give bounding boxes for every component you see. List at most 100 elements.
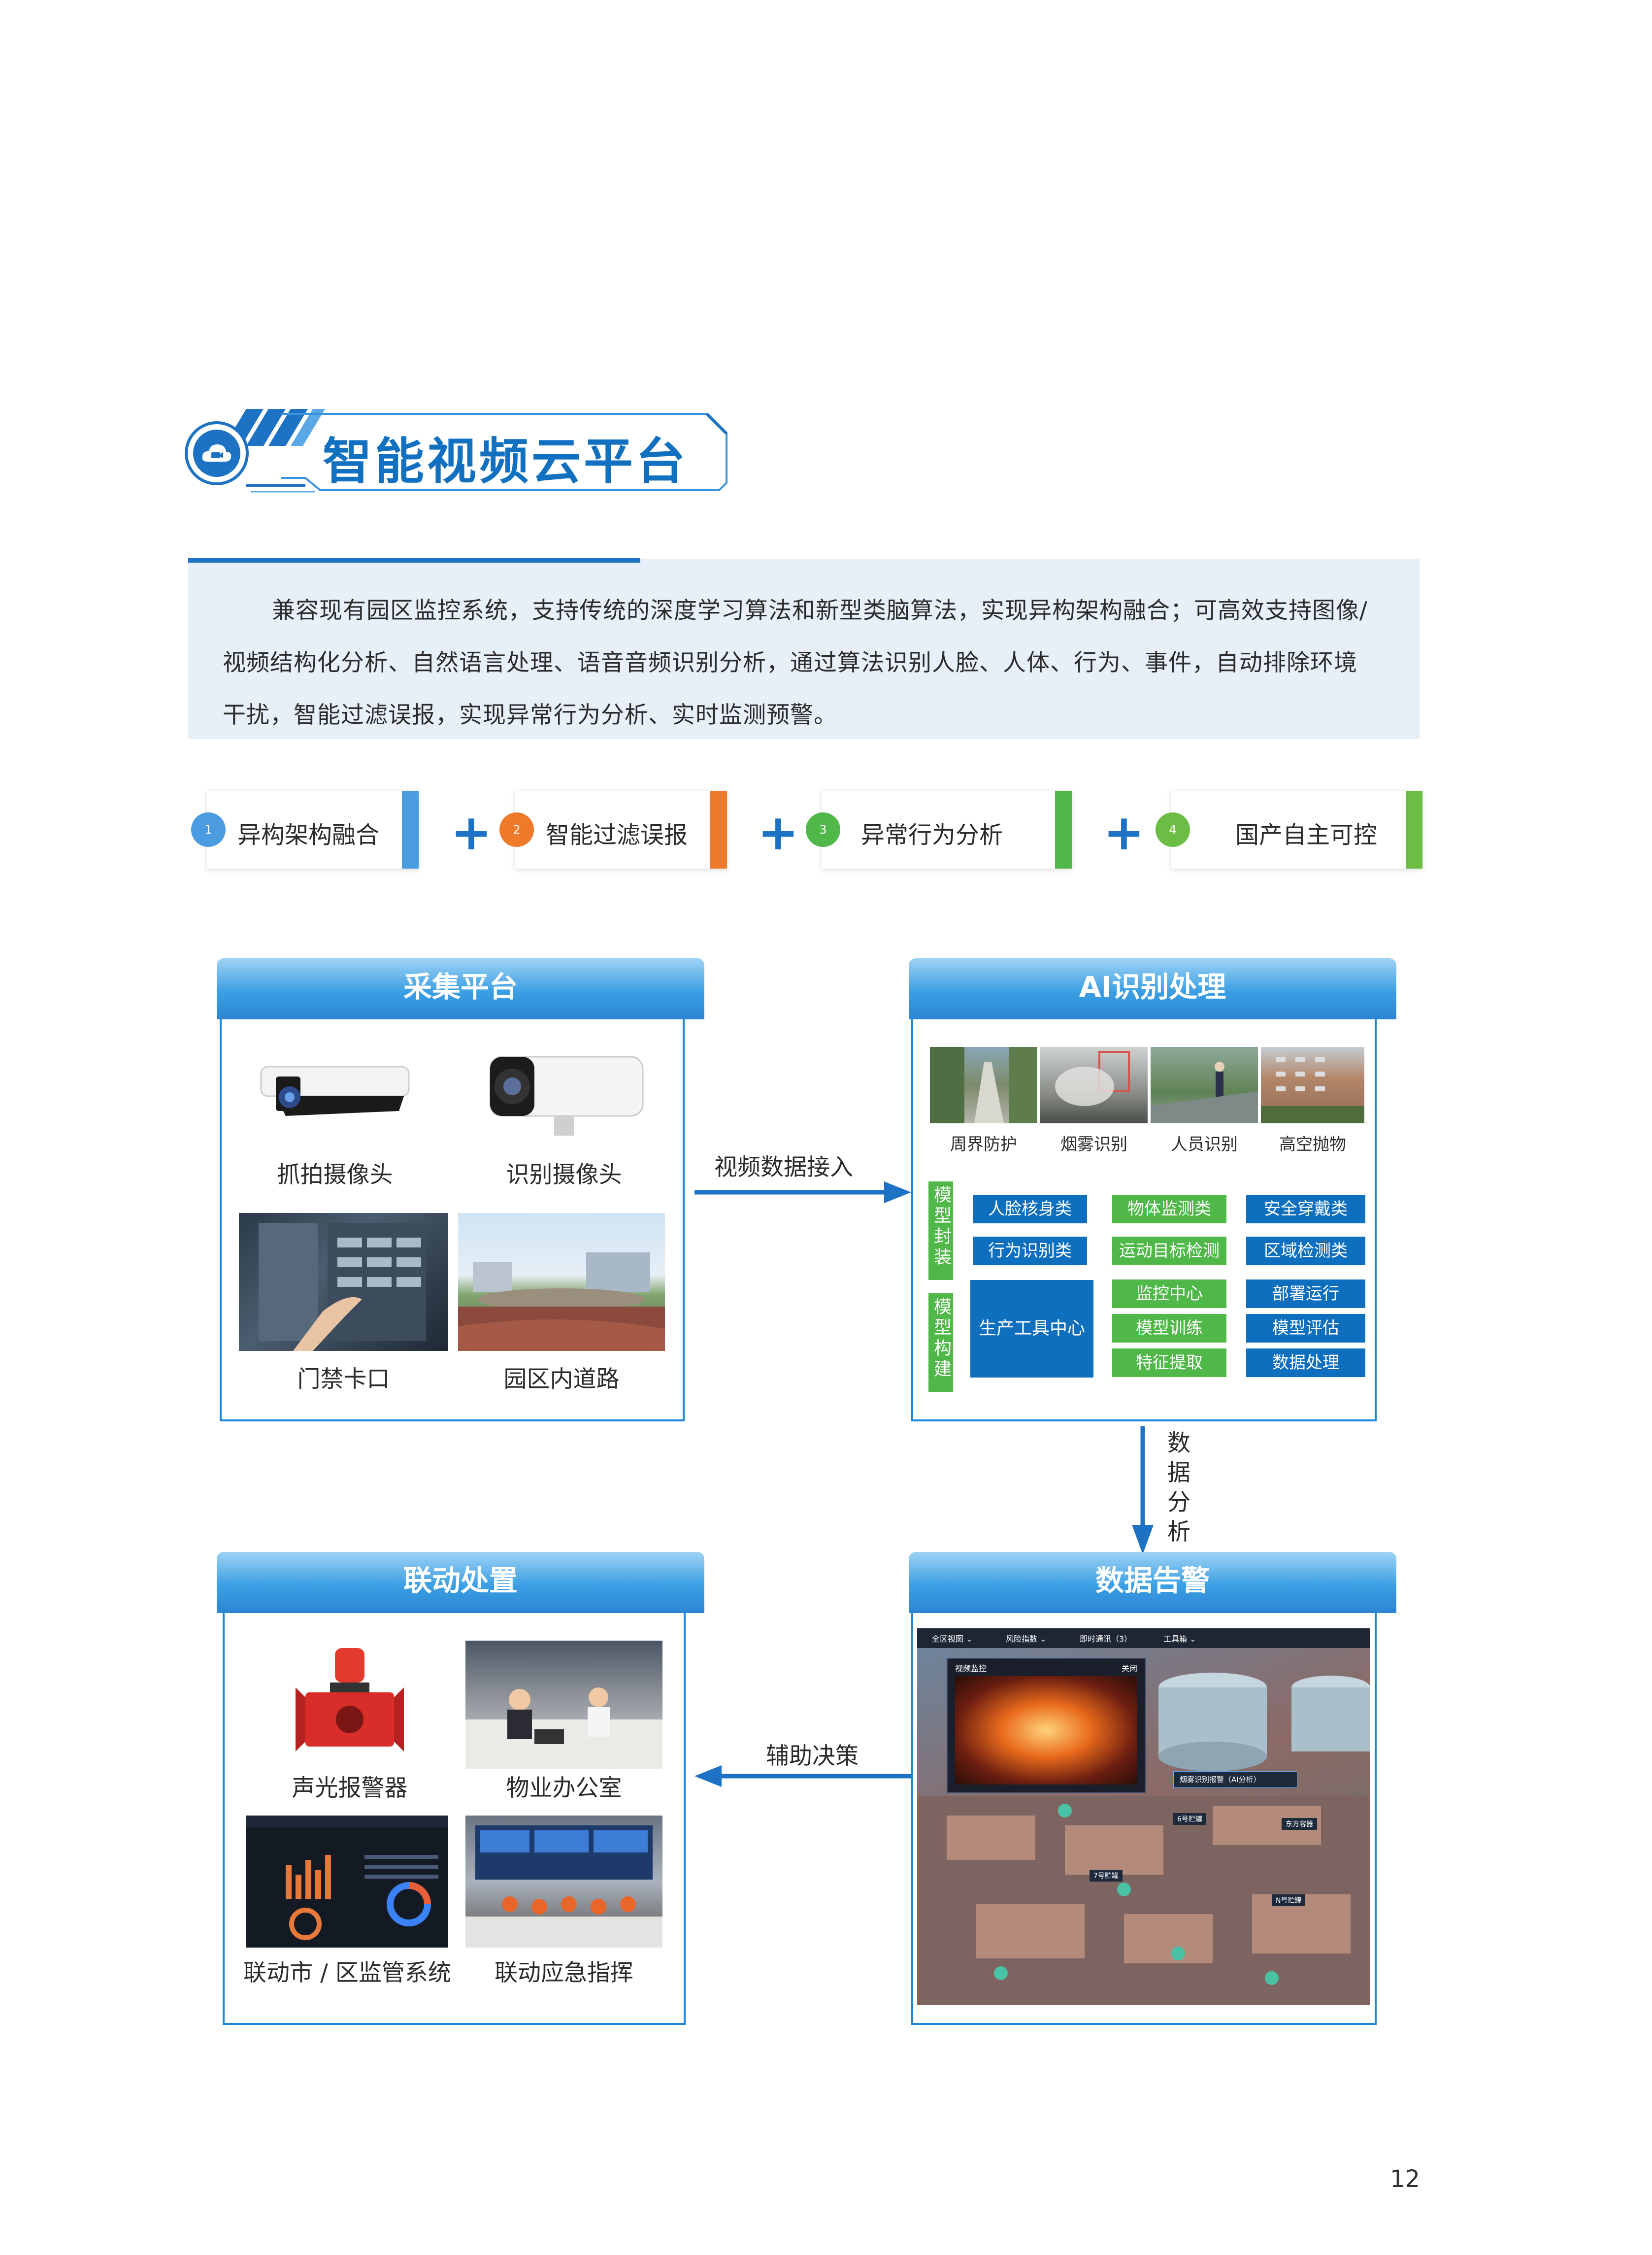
intro-line-2: 视频结构化分析、自然语言处理、语音音频识别分析，通过算法识别人脸、人体、行为、事… xyxy=(223,649,1357,676)
tag-safety-wear: 安全穿戴类 xyxy=(1246,1195,1365,1223)
data-analysis-label: 数 据 分 析 xyxy=(1167,1430,1190,1546)
person-image xyxy=(1151,1047,1258,1123)
dashboard-menu-bar: 全区视图 ⌄ 风险指数 ⌄ 即时通讯（3） 工具箱 ⌄ xyxy=(917,1628,1370,1648)
arrow-down-icon xyxy=(1132,1426,1154,1554)
access-gate-caption: 门禁卡口 xyxy=(297,1366,390,1393)
capture-camera-caption: 抓拍摄像头 xyxy=(277,1161,393,1188)
park-road-caption: 园区内道路 xyxy=(503,1366,620,1393)
high-throw-image xyxy=(1261,1047,1364,1123)
emergency-command-image xyxy=(465,1816,662,1948)
feature-4: 4 国产自主可控 xyxy=(1156,791,1422,869)
smoke-alert-banner: 烟雾识别报警（AI分析） xyxy=(1173,1771,1297,1788)
feature-color-bar xyxy=(402,791,419,869)
menu-item[interactable]: 即时通讯（3） xyxy=(1080,1634,1132,1644)
tag-moving-target: 运动目标检测 xyxy=(1112,1237,1226,1265)
tag-feature-extract: 特征提取 xyxy=(1112,1348,1226,1377)
supervision-system-caption: 联动市 / 区监管系统 xyxy=(243,1959,451,1986)
perimeter-caption: 周界防护 xyxy=(950,1135,1017,1154)
model-build-tag: 模型构建 xyxy=(928,1293,953,1392)
feature-label: 国产自主可控 xyxy=(1235,821,1378,849)
emergency-command-caption: 联动应急指挥 xyxy=(495,1959,633,1986)
page-title: 智能视频云平台 xyxy=(323,433,688,490)
panel-linkage-header: 联动处置 xyxy=(217,1552,704,1613)
model-package-text: 模型封装 xyxy=(931,1185,951,1268)
property-office-caption: 物业办公室 xyxy=(506,1775,622,1802)
map-label: 7号贮罐 xyxy=(1090,1870,1123,1882)
panel-alarm-header: 数据告警 xyxy=(909,1552,1396,1613)
smoke-image xyxy=(1040,1047,1148,1123)
feature-label: 异常行为分析 xyxy=(861,821,1003,849)
tag-deploy-run: 部署运行 xyxy=(1246,1279,1365,1308)
model-build-text: 模型构建 xyxy=(931,1297,951,1380)
panel-ai-header: AI识别处理 xyxy=(909,958,1396,1019)
production-tool-center-label: 生产工具中心 xyxy=(978,1318,1085,1339)
tag-data-process: 数据处理 xyxy=(1246,1348,1365,1377)
feature-label: 异构架构融合 xyxy=(237,821,380,849)
video-popup-title: 视频监控 xyxy=(955,1664,987,1673)
panel-alarm-title: 数据告警 xyxy=(1095,1564,1210,1597)
menu-item[interactable]: 风险指数 ⌄ xyxy=(1006,1634,1047,1644)
cloud-camera-icon xyxy=(200,440,233,468)
tag-object-detect: 物体监测类 xyxy=(1112,1195,1226,1223)
map-label: 6号贮罐 xyxy=(1173,1813,1206,1825)
feature-number: 1 xyxy=(191,812,226,847)
property-office-image xyxy=(465,1641,662,1769)
storage-tanks xyxy=(1158,1673,1370,1771)
recognition-camera-caption: 识别摄像头 xyxy=(506,1161,622,1188)
recognition-camera-image xyxy=(480,1047,648,1145)
feature-number: 3 xyxy=(806,812,840,847)
arrow-left-icon xyxy=(694,1765,911,1787)
tag-model-eval: 模型评估 xyxy=(1246,1314,1365,1343)
tag-monitor-center: 监控中心 xyxy=(1112,1279,1226,1308)
high-throw-caption: 高空抛物 xyxy=(1279,1135,1346,1154)
intro-box: 兼容现有园区监控系统，支持传统的深度学习算法和新型类脑算法，实现异构架构融合；可… xyxy=(188,559,1420,739)
smoke-alert-text: 烟雾识别报警（AI分析） xyxy=(1180,1775,1261,1784)
alarm-siren-caption: 声光报警器 xyxy=(292,1775,408,1802)
tag-model-train: 模型训练 xyxy=(1112,1314,1226,1343)
video-monitor-popup: 视频监控 关闭 xyxy=(947,1658,1146,1793)
intro-line-3: 干扰，智能过滤误报，实现异常行为分析、实时监测预警。 xyxy=(223,702,837,729)
feature-3: 3 异常行为分析 xyxy=(806,791,1072,869)
plus-icon: + xyxy=(758,804,799,861)
production-tool-center: 生产工具中心 xyxy=(970,1280,1093,1378)
menu-item[interactable]: 工具箱 ⌄ xyxy=(1163,1634,1196,1644)
feature-number: 4 xyxy=(1156,812,1190,847)
intro-line-1: 兼容现有园区监控系统，支持传统的深度学习算法和新型类脑算法，实现异构架构融合；可… xyxy=(272,597,1368,624)
feature-1: 1 异构架构融合 xyxy=(191,791,419,869)
capture-camera-image xyxy=(256,1052,414,1136)
fire-video-frame xyxy=(955,1676,1137,1784)
panel-linkage-title: 联动处置 xyxy=(403,1564,518,1597)
map-label: N号贮罐 xyxy=(1272,1894,1306,1906)
tag-face-verify: 人脸核身类 xyxy=(973,1195,1087,1223)
alarm-siren-image xyxy=(296,1643,404,1761)
smoke-caption: 烟雾识别 xyxy=(1060,1135,1127,1154)
aux-decision-label: 辅助决策 xyxy=(766,1743,859,1770)
video-popup-close[interactable]: 关闭 xyxy=(1121,1664,1137,1673)
plus-icon: + xyxy=(1103,804,1145,861)
access-gate-image xyxy=(239,1213,448,1351)
perimeter-image xyxy=(930,1047,1037,1123)
model-package-tag: 模型封装 xyxy=(928,1181,953,1280)
feature-color-bar xyxy=(710,791,727,869)
feature-number: 2 xyxy=(499,812,534,847)
video-input-label: 视频数据接入 xyxy=(714,1154,853,1181)
person-caption: 人员识别 xyxy=(1171,1135,1238,1154)
menu-item[interactable]: 全区视图 ⌄ xyxy=(932,1634,973,1644)
map-label: 东方容器 xyxy=(1282,1818,1317,1830)
intro-accent-bar xyxy=(188,558,640,563)
feature-color-bar xyxy=(1055,791,1072,869)
page-number: 12 xyxy=(1390,2165,1421,2193)
park-road-image xyxy=(458,1213,665,1351)
feature-color-bar xyxy=(1406,791,1422,869)
panel-ai-title: AI识别处理 xyxy=(1079,970,1226,1004)
feature-2: 2 智能过滤误报 xyxy=(499,791,727,869)
supervision-system-image xyxy=(246,1816,448,1948)
feature-label: 智能过滤误报 xyxy=(546,821,688,849)
panel-collect-title: 采集平台 xyxy=(403,970,518,1004)
tag-behavior: 行为识别类 xyxy=(973,1237,1087,1265)
panel-collect-header: 采集平台 xyxy=(217,958,704,1019)
tag-area-detect: 区域检测类 xyxy=(1246,1237,1365,1265)
alarm-dashboard-image: 全区视图 ⌄ 风险指数 ⌄ 即时通讯（3） 工具箱 ⌄ 视频监控 关闭 烟雾识别… xyxy=(917,1628,1370,2005)
plus-icon: + xyxy=(451,804,492,861)
arrow-right-icon xyxy=(694,1181,911,1203)
